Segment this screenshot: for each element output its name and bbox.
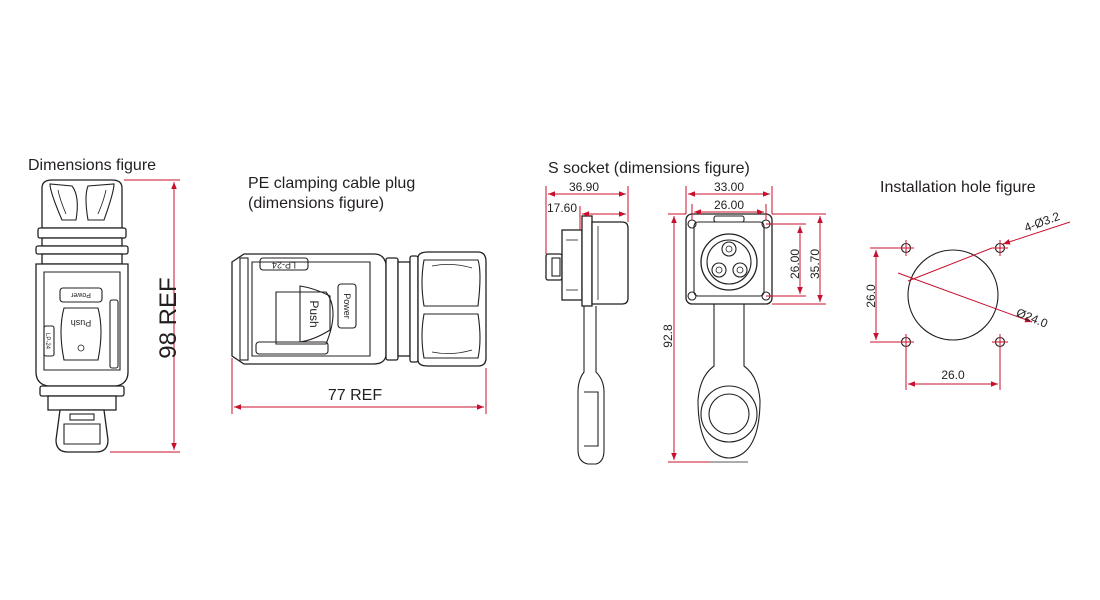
socket-figure: S socket (dimensions figure) 36.90 17.60 (545, 160, 826, 465)
socket-dim-92-8-label: 92.8 (661, 324, 675, 348)
connector-front-view (35, 179, 129, 453)
install-figure: Installation hole figure Ø24.0 4-Ø3.2 (864, 179, 1071, 390)
push-stamp: Push (71, 318, 92, 328)
socket-dim-35-70-label: 35.70 (808, 249, 822, 279)
power-stamp: Power (70, 291, 91, 298)
socket-side-view (545, 215, 629, 465)
install-title: Installation hole figure (880, 179, 1036, 196)
diameter-label: Ø24.0 (1014, 305, 1050, 330)
dimensions-figure: Dimensions figure (28, 157, 182, 453)
dimensions-figure-title: Dimensions figure (28, 157, 156, 174)
center-hole (907, 249, 999, 341)
install-width-label: 26.0 (941, 368, 965, 382)
center-cross-1 (907, 247, 993, 282)
plug-figure: PE clamping cable plug (dimensions figur… (231, 175, 487, 414)
socket-dim-26-00-v-label: 26.00 (788, 249, 802, 279)
socket-title: S socket (dimensions figure) (548, 160, 750, 177)
plug-model-stamp: LP-24 (272, 260, 296, 270)
width-label: 77 REF (328, 387, 382, 404)
socket-dim-33-00-label: 33.00 (714, 180, 744, 194)
plug-push-stamp: Push (307, 300, 321, 327)
socket-dim-26-00-h-label: 26.00 (714, 198, 744, 212)
plug-title-line2: (dimensions figure) (248, 195, 384, 212)
holes-leader (1002, 221, 1071, 245)
mounting-holes (898, 240, 1008, 350)
plug-title-line1: PE clamping cable plug (248, 175, 415, 192)
diameter-leader (897, 272, 1033, 323)
model-stamp: LP-24 (44, 333, 50, 350)
height-label: 98 REF (155, 277, 182, 358)
socket-dim-36-90-label: 36.90 (569, 180, 599, 194)
socket-front-view (685, 213, 773, 463)
install-height-label: 26.0 (864, 284, 878, 308)
plug-power-stamp: Power (342, 293, 352, 319)
plug-side-view (231, 251, 487, 367)
socket-dim-17-60-label: 17.60 (547, 201, 577, 215)
